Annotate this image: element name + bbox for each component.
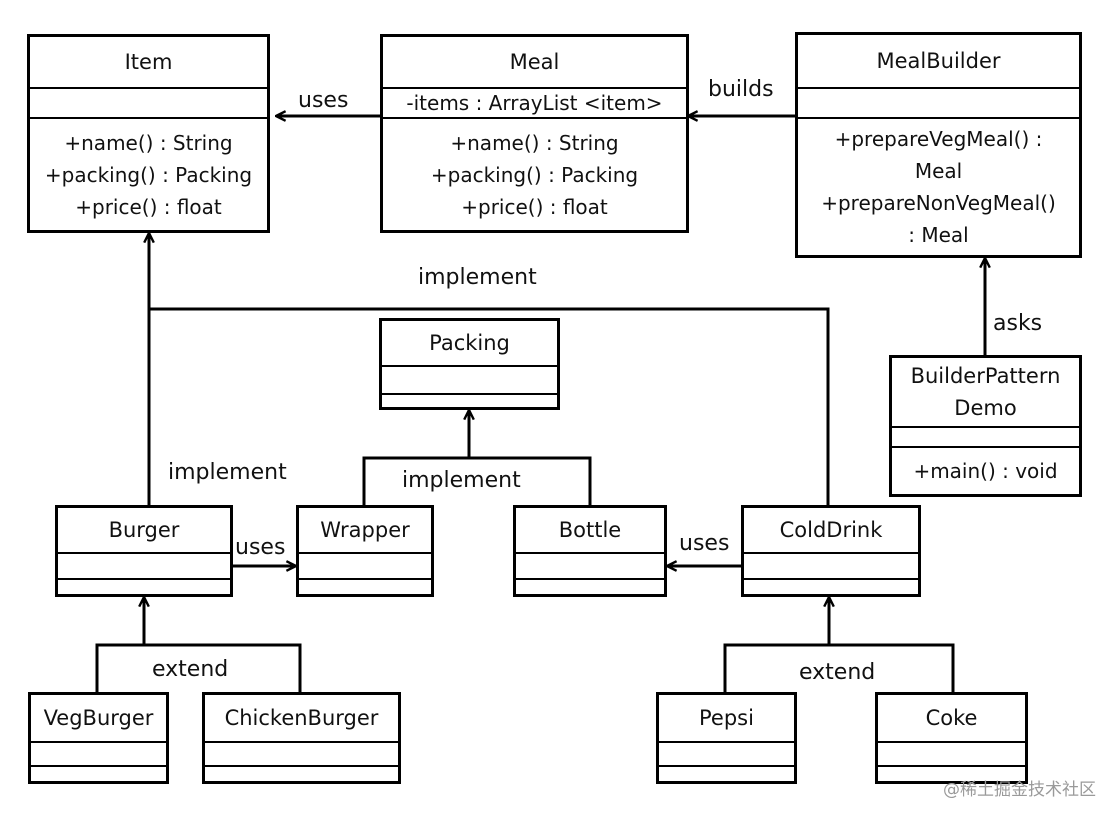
operation: +name() : String: [64, 130, 233, 155]
label-implement-packing: implement: [402, 468, 521, 493]
class-bottle-name: Bottle: [516, 508, 664, 554]
operation: +main() : void: [913, 459, 1058, 483]
class-burger-attributes: [58, 554, 230, 580]
label-uses-item: uses: [298, 88, 349, 113]
class-wrapper: Wrapper: [296, 505, 434, 597]
class-cold-drink-name: ColdDrink: [744, 508, 918, 554]
label-extend-colddrink: extend: [799, 660, 876, 685]
line-colddrink-implement: [149, 307, 830, 505]
class-name-line: BuilderPattern: [910, 364, 1061, 388]
class-item-attributes: [30, 89, 267, 119]
class-builder-pattern-demo-name: BuilderPattern Demo: [892, 358, 1079, 428]
class-builder-pattern-demo-operations: +main() : void: [892, 448, 1079, 494]
operation: +price() : float: [461, 194, 608, 219]
label-implement-burger: implement: [168, 460, 287, 485]
class-item-operations: +name() : String +packing() : Packing +p…: [30, 119, 267, 230]
class-meal: Meal -items : ArrayList <item> +name() :…: [380, 34, 689, 233]
class-wrapper-operations: [299, 580, 431, 594]
class-coke: Coke: [875, 692, 1028, 784]
class-veg-burger-operations: [31, 767, 166, 781]
operation: +price() : float: [75, 194, 222, 219]
class-veg-burger: VegBurger: [28, 692, 169, 784]
class-chicken-burger-attributes: [205, 743, 398, 767]
class-bottle-operations: [516, 580, 664, 594]
line-burger-extend-bar: [95, 643, 302, 692]
line-colddrink-extend-bar: [723, 643, 955, 692]
class-meal-name: Meal: [383, 37, 686, 89]
class-builder-pattern-demo-attributes: [892, 428, 1079, 448]
class-burger-name: Burger: [58, 508, 230, 554]
class-meal-builder-operations: +prepareVegMeal() : Meal +prepareNonVegM…: [798, 119, 1079, 255]
class-chicken-burger-name: ChickenBurger: [205, 695, 398, 743]
label-uses-bottle: uses: [679, 531, 730, 556]
class-packing-attributes: [382, 367, 557, 395]
class-coke-attributes: [878, 743, 1025, 767]
operation: +prepareVegMeal() :: [834, 127, 1043, 151]
class-pepsi-attributes: [659, 743, 794, 767]
class-packing-name: Packing: [382, 321, 557, 367]
class-packing: Packing: [379, 318, 560, 410]
label-extend-burger: extend: [152, 657, 229, 682]
class-wrapper-name: Wrapper: [299, 508, 431, 554]
class-cold-drink-operations: [744, 580, 918, 594]
class-meal-builder-name: MealBuilder: [798, 35, 1079, 89]
class-coke-name: Coke: [878, 695, 1025, 743]
class-bottle-attributes: [516, 554, 664, 580]
class-cold-drink: ColdDrink: [741, 505, 921, 597]
class-meal-attribute: -items : ArrayList <item>: [383, 89, 686, 119]
class-item-name: Item: [30, 37, 267, 89]
operation: +prepareNonVegMeal(): [821, 191, 1056, 215]
label-asks: asks: [993, 311, 1043, 336]
class-name-line: Demo: [954, 396, 1017, 420]
line-packing-implement-bar: [362, 456, 592, 505]
class-meal-operations: +name() : String +packing() : Packing +p…: [383, 119, 686, 230]
class-veg-burger-name: VegBurger: [31, 695, 166, 743]
operation: Meal: [914, 159, 963, 183]
operation: : Meal: [908, 223, 969, 247]
class-burger-operations: [58, 580, 230, 594]
operation: +name() : String: [450, 130, 619, 155]
class-chicken-burger-operations: [205, 767, 398, 781]
label-uses-wrapper: uses: [235, 535, 286, 560]
class-veg-burger-attributes: [31, 743, 166, 767]
class-meal-builder-attributes: [798, 89, 1079, 119]
label-builds: builds: [708, 77, 774, 102]
class-chicken-burger: ChickenBurger: [202, 692, 401, 784]
class-meal-builder: MealBuilder +prepareVegMeal() : Meal +pr…: [795, 32, 1082, 258]
class-pepsi: Pepsi: [656, 692, 797, 784]
class-builder-pattern-demo: BuilderPattern Demo +main() : void: [889, 355, 1082, 497]
watermark: @稀土掘金技术社区: [943, 780, 1096, 800]
class-wrapper-attributes: [299, 554, 431, 580]
class-burger: Burger: [55, 505, 233, 597]
class-bottle: Bottle: [513, 505, 667, 597]
class-pepsi-operations: [659, 767, 794, 781]
operation: +packing() : Packing: [430, 162, 639, 187]
operation: +packing() : Packing: [44, 162, 253, 187]
class-packing-operations: [382, 395, 557, 407]
class-cold-drink-attributes: [744, 554, 918, 580]
label-implement-top: implement: [418, 265, 537, 290]
class-pepsi-name: Pepsi: [659, 695, 794, 743]
class-item: Item +name() : String +packing() : Packi…: [27, 34, 270, 233]
